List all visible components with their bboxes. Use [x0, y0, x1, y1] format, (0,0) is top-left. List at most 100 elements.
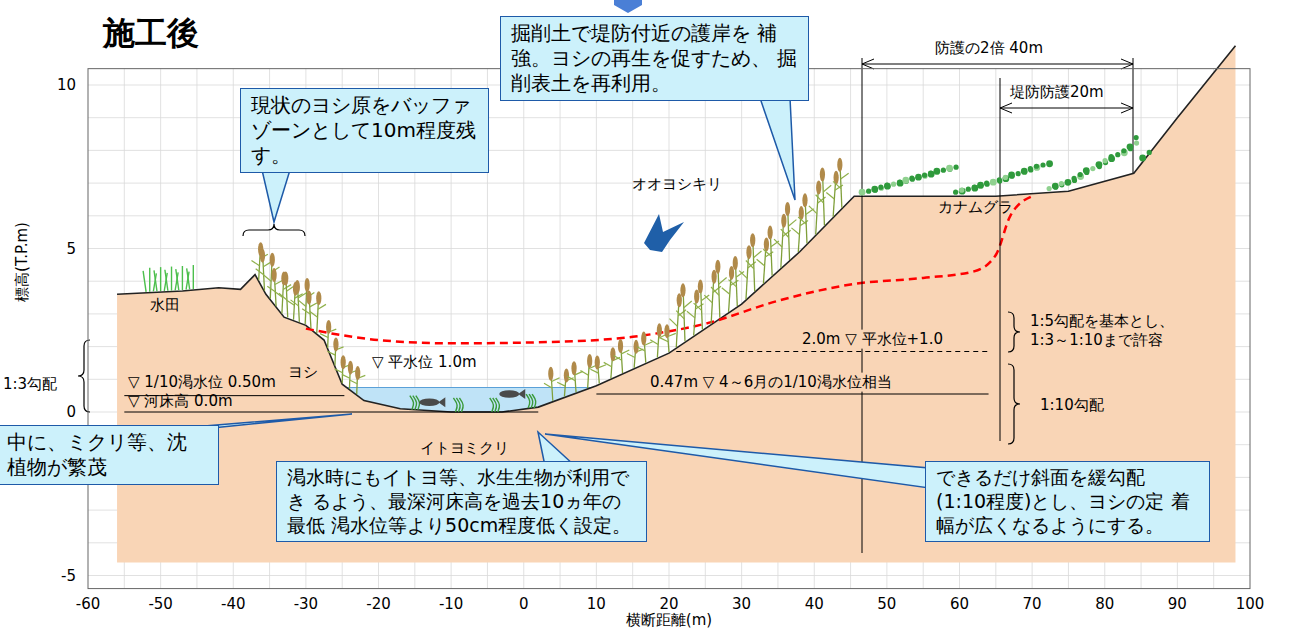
vine-dot — [922, 173, 927, 178]
aquatic-plant — [532, 394, 536, 408]
reed-leaf — [823, 185, 831, 192]
annotation: ▽ 平水位 1.0m — [372, 353, 477, 372]
annotation: ミクリ — [464, 439, 509, 458]
vine-dot — [1121, 148, 1126, 153]
guide-line — [1133, 58, 1134, 173]
callout-tail — [262, 170, 290, 222]
reed-leaf — [335, 369, 343, 373]
reed-leaf — [256, 269, 264, 275]
reed-leaf — [781, 229, 789, 237]
reed-head — [820, 168, 825, 182]
reed-leaf — [263, 275, 271, 282]
tick-label: 30 — [732, 595, 751, 614]
reed-head — [571, 361, 576, 375]
vine-dot — [871, 186, 878, 193]
reed-leaf — [327, 351, 335, 355]
vine-dot — [997, 177, 1002, 182]
reed-leaf — [704, 295, 712, 303]
vine-dot — [1047, 186, 1052, 191]
vine-dot — [1028, 166, 1033, 171]
reed-leaf — [791, 228, 799, 235]
annotation: 1:5勾配を基本とし、 1:3～1:10まで許容 — [1030, 312, 1180, 350]
callout-tail — [760, 98, 795, 200]
reed-head — [348, 361, 353, 375]
reed-leaf — [713, 286, 721, 292]
vine-dot — [933, 168, 940, 175]
reed-leaf — [746, 261, 754, 269]
bracket — [243, 224, 305, 236]
reed-head — [816, 180, 821, 194]
vine-dot — [966, 187, 971, 192]
vine-dot — [984, 181, 989, 186]
reed-leaf — [719, 277, 727, 284]
reed-head — [715, 260, 720, 274]
reed-head — [698, 280, 703, 294]
callout-box: 中に、ミクリ等、沈 植物が繁茂 — [0, 425, 219, 485]
reed-leaf — [342, 374, 350, 378]
vine-dot — [884, 183, 891, 190]
reed-head — [306, 290, 311, 304]
vine-dot — [878, 185, 883, 190]
reed-head — [595, 356, 600, 370]
seasonal-drought-line — [596, 394, 988, 395]
reed-leaf — [310, 311, 318, 317]
vine-dot — [1034, 164, 1041, 171]
reed-head — [781, 214, 786, 228]
tick-label: -60 — [76, 595, 101, 614]
normal-level-plus-line — [676, 351, 988, 352]
reed-leaf — [753, 251, 761, 258]
reed-leaf — [722, 288, 730, 295]
paddy-grass — [149, 268, 150, 292]
reed-head — [664, 324, 669, 338]
reed-head — [802, 193, 807, 207]
reed-leaf — [669, 319, 677, 327]
reed-head — [295, 280, 300, 294]
paddy-grass — [187, 268, 190, 289]
ground — [117, 46, 1235, 563]
reed-head — [677, 293, 682, 307]
reed-leaf — [728, 280, 736, 287]
reed-leaf — [298, 300, 306, 307]
aquatic-plant — [456, 398, 460, 412]
paddy-grass — [154, 270, 157, 291]
reed-head — [270, 253, 275, 267]
vine-dot — [972, 185, 977, 190]
guide-line — [1000, 78, 1001, 441]
reed-leaf — [544, 383, 552, 388]
callout-box: 渇水時にもイトヨ等、水生生物が利用でき るよう、最深河床高を過去10ヵ年の最低 … — [276, 461, 647, 542]
tick-label: 10 — [57, 76, 76, 95]
vine-dot — [884, 183, 889, 188]
tick-label: 5 — [66, 239, 76, 258]
reed-leaf — [809, 206, 817, 214]
vine-dot — [891, 182, 896, 187]
reed-leaf — [676, 311, 684, 319]
vine-dot — [953, 165, 958, 170]
vine-dot — [1008, 172, 1015, 179]
aquatic-plant — [453, 398, 457, 412]
reed-head — [305, 278, 310, 292]
annotation: イトヨ — [420, 439, 465, 458]
bracket — [1008, 364, 1020, 444]
riverbed-level-line — [124, 412, 538, 413]
tick-label: 80 — [1095, 595, 1114, 614]
vine-dot — [959, 188, 964, 193]
reed-leaf — [310, 303, 318, 307]
annotation: 2.0m ▽ 平水位+1.0 — [800, 330, 945, 349]
annotation: 1:3勾配 — [3, 375, 57, 394]
reed-leaf — [291, 300, 299, 306]
paddy-grass — [143, 271, 146, 292]
reed-leaf — [590, 369, 598, 373]
tick-label: -10 — [439, 595, 464, 614]
reed-leaf — [798, 217, 806, 224]
vine-dot — [959, 188, 966, 195]
water-surface — [335, 387, 626, 388]
reed-head — [641, 332, 646, 346]
tick-label: -5 — [61, 566, 76, 585]
vine-dot — [1090, 166, 1095, 171]
vine-dot — [879, 186, 884, 191]
reed-head — [785, 202, 790, 216]
annotation: 水田 — [150, 296, 180, 315]
vine-dot — [1109, 154, 1114, 159]
vine-dot — [1002, 175, 1009, 182]
reed-leaf — [614, 355, 622, 360]
